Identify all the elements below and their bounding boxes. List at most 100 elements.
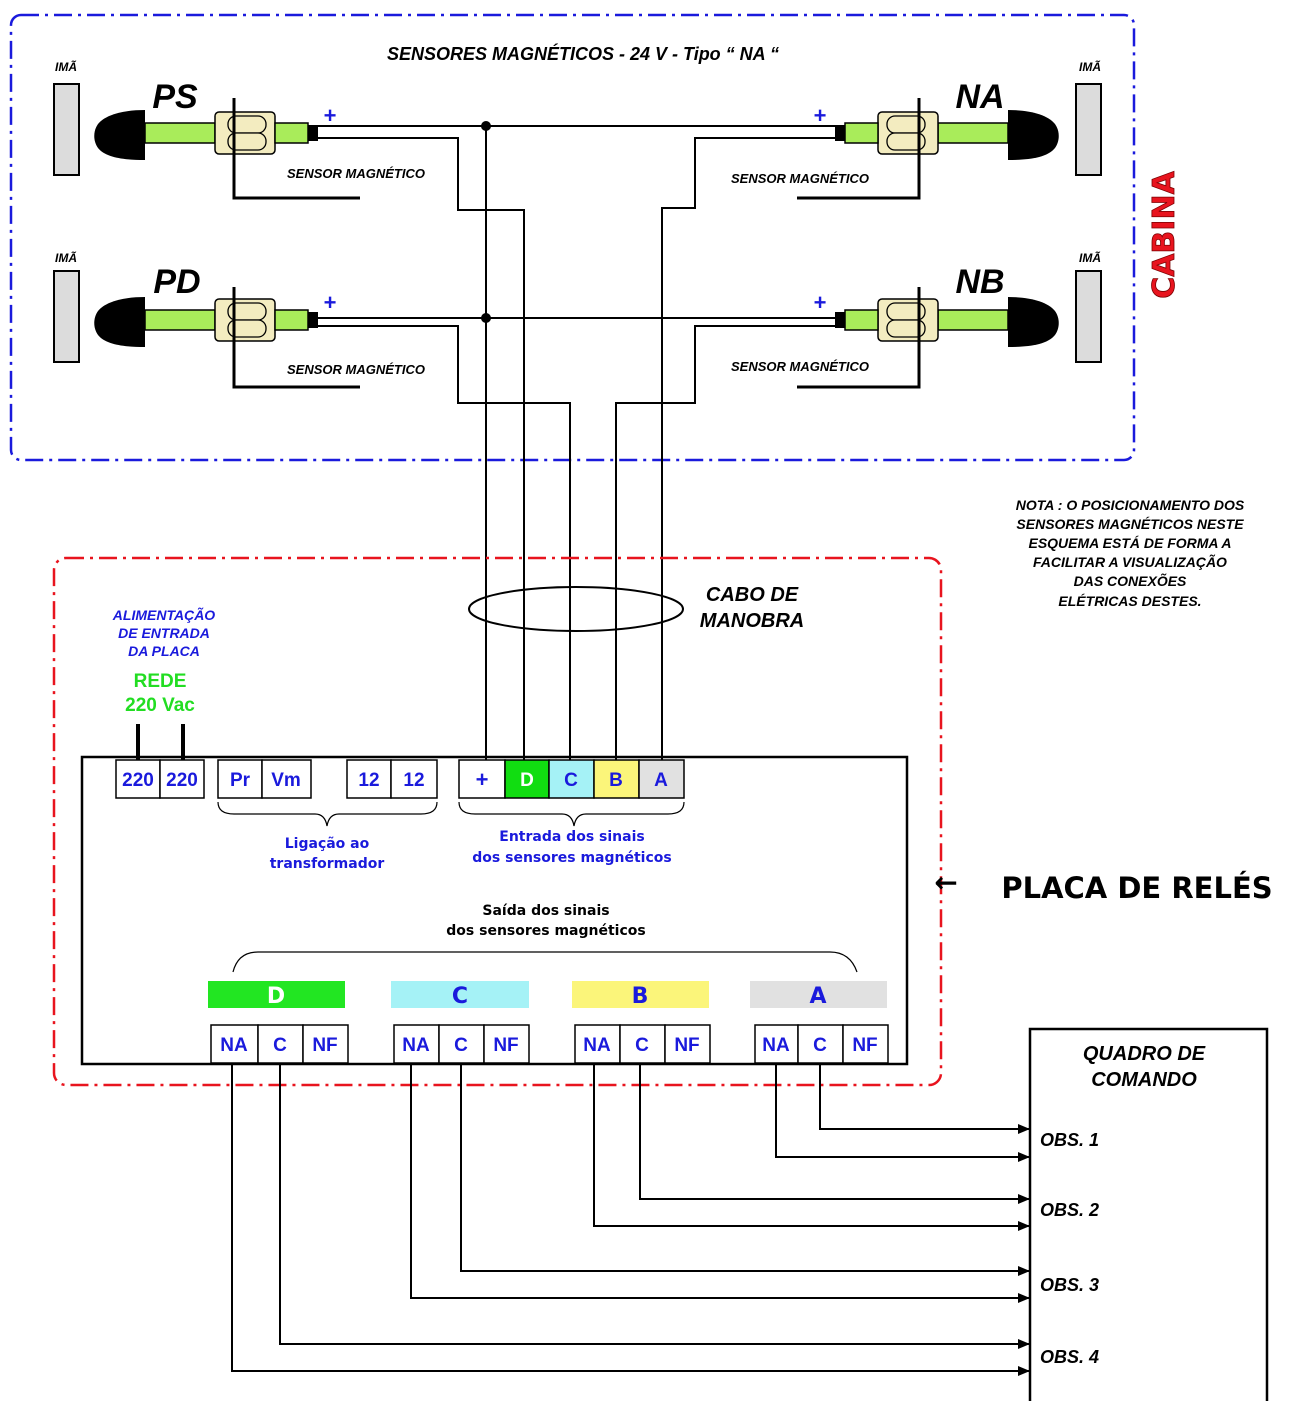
svg-text:12: 12 (403, 770, 424, 791)
svg-text:B: B (632, 984, 649, 1009)
cable-label-line2: MANOBRA (700, 610, 804, 632)
svg-text:DAS CONEXÕES: DAS CONEXÕES (1074, 572, 1187, 589)
outputs-caption-1: Saída dos sinais (482, 903, 609, 919)
svg-text:12: 12 (358, 770, 379, 791)
terminal-input-d (504, 759, 550, 799)
svg-text:NA: NA (402, 1035, 430, 1056)
terminal-220-2 (159, 759, 205, 799)
obs-3: OBS. 3 (1040, 1275, 1099, 1295)
svg-text:C: C (454, 1035, 468, 1056)
cable-ellipse (468, 586, 684, 632)
terminal-input-a (638, 759, 685, 799)
brace-transformer (217, 801, 438, 827)
transformer-caption-2: transformador (270, 856, 385, 872)
svg-text:C: C (452, 984, 468, 1009)
magnet-nb (1075, 270, 1102, 363)
magnet-label-ps: IMÃ (55, 59, 77, 74)
svg-text:NF: NF (312, 1035, 337, 1056)
svg-text:NA: NA (762, 1035, 790, 1056)
sensor-name-pd: PD (153, 263, 200, 301)
svg-text:ESQUEMA ESTÁ DE FORMA A: ESQUEMA ESTÁ DE FORMA A (1028, 535, 1231, 551)
power-voltage: 220 Vac (125, 695, 195, 716)
terminal-pr (217, 759, 263, 799)
output-block-a: A NA C NF (750, 981, 889, 1064)
output-block-d: D NA C NF (208, 981, 349, 1064)
svg-text:A: A (809, 984, 826, 1009)
output-wiring (231, 1063, 1030, 1376)
board-label: PLACA DE RELÉS (1001, 871, 1272, 905)
svg-text:NF: NF (493, 1035, 518, 1056)
power-label-line3: DA PLACA (128, 643, 200, 659)
magnet-label-na: IMÃ (1079, 59, 1101, 74)
junction-dot-top (481, 121, 491, 131)
plus-nb: + (814, 290, 827, 315)
command-panel (1028, 1027, 1269, 1401)
brace-outputs (232, 951, 858, 973)
magnet-ps (53, 83, 80, 176)
transformer-caption-1: Ligação ao (285, 836, 370, 852)
cabin-wiring (318, 125, 845, 760)
magnet-label-nb: IMÃ (1079, 250, 1101, 265)
magnet-pd (53, 270, 80, 363)
sensor-ps (94, 98, 360, 200)
sensor-name-ps: PS (152, 78, 198, 116)
sensor-caption-ps: SENSOR MAGNÉTICO (287, 166, 425, 181)
cabin-side-label: CABINA (1147, 170, 1182, 298)
cabin-title: SENSORES MAGNÉTICOS - 24 V - Tipo “ NA “ (387, 43, 779, 64)
terminal-vm (261, 759, 312, 799)
cable-label-line1: CABO DE (706, 584, 799, 606)
sensor-na (797, 98, 1059, 200)
output-block-b: B NA C NF (572, 981, 711, 1064)
sensor-caption-pd: SENSOR MAGNÉTICO (287, 362, 425, 377)
outputs-caption-2: dos sensores magnéticos (446, 923, 645, 939)
svg-text:A: A (654, 770, 668, 791)
sensor-nb (797, 287, 1059, 389)
power-label-line1: ALIMENTAÇÃO (112, 606, 216, 623)
command-title-1: QUADRO DE (1083, 1043, 1206, 1065)
plus-ps: + (324, 103, 337, 128)
svg-text:FACILITAR A VISUALIZAÇÃO: FACILITAR A VISUALIZAÇÃO (1033, 553, 1227, 570)
terminal-input-plus (458, 759, 506, 799)
inputs-caption-2: dos sensores magnéticos (472, 850, 671, 866)
power-net-label: REDE (134, 671, 187, 692)
svg-text:NA: NA (220, 1035, 248, 1056)
svg-text:220: 220 (122, 770, 154, 791)
svg-text:SENSORES MAGNÉTICOS NESTE: SENSORES MAGNÉTICOS NESTE (1016, 516, 1244, 532)
magnets: IMÃ IMÃ IMÃ IMÃ (53, 59, 1102, 363)
cabin-enclosure (9, 13, 1136, 462)
svg-text:NF: NF (852, 1035, 877, 1056)
svg-text:220: 220 (166, 770, 198, 791)
svg-text:+: + (476, 767, 489, 792)
terminals-top: 220 220 Pr Vm 12 12 + D C B A (115, 759, 685, 799)
plus-pd: + (324, 290, 337, 315)
board-enclosure (52, 556, 943, 1087)
terminal-12-2 (390, 759, 438, 799)
obs-1: OBS. 1 (1040, 1130, 1099, 1150)
svg-text:C: C (635, 1035, 649, 1056)
svg-text:ELÉTRICAS DESTES.: ELÉTRICAS DESTES. (1058, 593, 1201, 609)
board-label-arrow: ← (934, 866, 957, 899)
svg-text:B: B (609, 770, 623, 791)
sensor-name-na: NA (955, 78, 1004, 116)
note-block: NOTA : O POSICIONAMENTO DOS SENSORES MAG… (1016, 497, 1245, 609)
sensor-pd (94, 287, 360, 389)
svg-text:D: D (520, 770, 534, 791)
svg-text:C: C (564, 770, 578, 791)
svg-text:NOTA : O POSICIONAMENTO DOS: NOTA : O POSICIONAMENTO DOS (1016, 497, 1245, 513)
sensor-caption-na: SENSOR MAGNÉTICO (731, 171, 869, 186)
svg-text:C: C (813, 1035, 827, 1056)
obs-4: OBS. 4 (1040, 1347, 1099, 1367)
command-title-2: COMANDO (1091, 1069, 1197, 1091)
svg-text:NA: NA (583, 1035, 611, 1056)
magnet-na (1075, 83, 1102, 176)
svg-text:D: D (267, 984, 285, 1009)
sensor-name-nb: NB (955, 263, 1004, 301)
inputs-caption-1: Entrada dos sinais (499, 829, 644, 845)
obs-2: OBS. 2 (1040, 1200, 1099, 1220)
svg-text:Vm: Vm (271, 770, 301, 791)
brace-inputs (458, 801, 685, 827)
svg-text:C: C (273, 1035, 287, 1056)
magnet-label-pd: IMÃ (55, 250, 77, 265)
sensor-caption-nb: SENSOR MAGNÉTICO (731, 359, 869, 374)
